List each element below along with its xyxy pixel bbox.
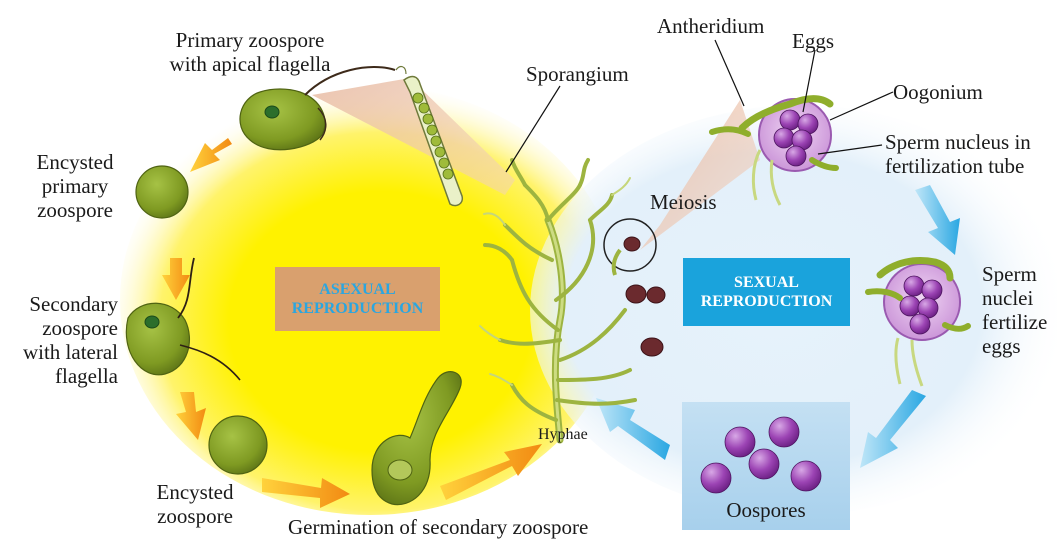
sexual-title-line-1: SEXUAL xyxy=(734,273,799,292)
sporangium-label: Sporangium xyxy=(526,62,629,86)
antheridium-label: Antheridium xyxy=(657,14,764,38)
sperm-nuclei-label: Sperm nuclei fertilize eggs xyxy=(982,262,1047,358)
oogonium-label: Oogonium xyxy=(893,80,983,104)
asexual-title: ASEXUAL REPRODUCTION xyxy=(275,267,440,331)
encysted-zoospore-cell xyxy=(209,416,267,474)
asexual-title-line-1: ASEXUAL xyxy=(319,280,395,299)
primary-zoospore-label: Primary zoospore with apical flagella xyxy=(145,28,355,76)
encysted-zoospore-label: Encysted zoospore xyxy=(140,480,250,528)
sperm-nucleus-label: Sperm nucleus in fertilization tube xyxy=(885,130,1031,178)
sexual-title: SEXUAL REPRODUCTION xyxy=(683,258,850,326)
germination-label: Germination of secondary zoospore xyxy=(288,515,588,539)
eggs-label: Eggs xyxy=(792,29,834,53)
encysted-primary-label: Encysted primary zoospore xyxy=(25,150,125,222)
meiosis-label: Meiosis xyxy=(650,190,717,214)
encysted-primary-cell xyxy=(136,166,188,218)
oospores-label: Oospores xyxy=(682,498,850,522)
asexual-title-line-2: REPRODUCTION xyxy=(292,299,424,318)
sexual-title-line-2: REPRODUCTION xyxy=(701,292,833,311)
secondary-zoospore-label: Secondary zoospore with lateral flagella xyxy=(0,292,118,388)
hyphae-label: Hyphae xyxy=(538,426,588,444)
